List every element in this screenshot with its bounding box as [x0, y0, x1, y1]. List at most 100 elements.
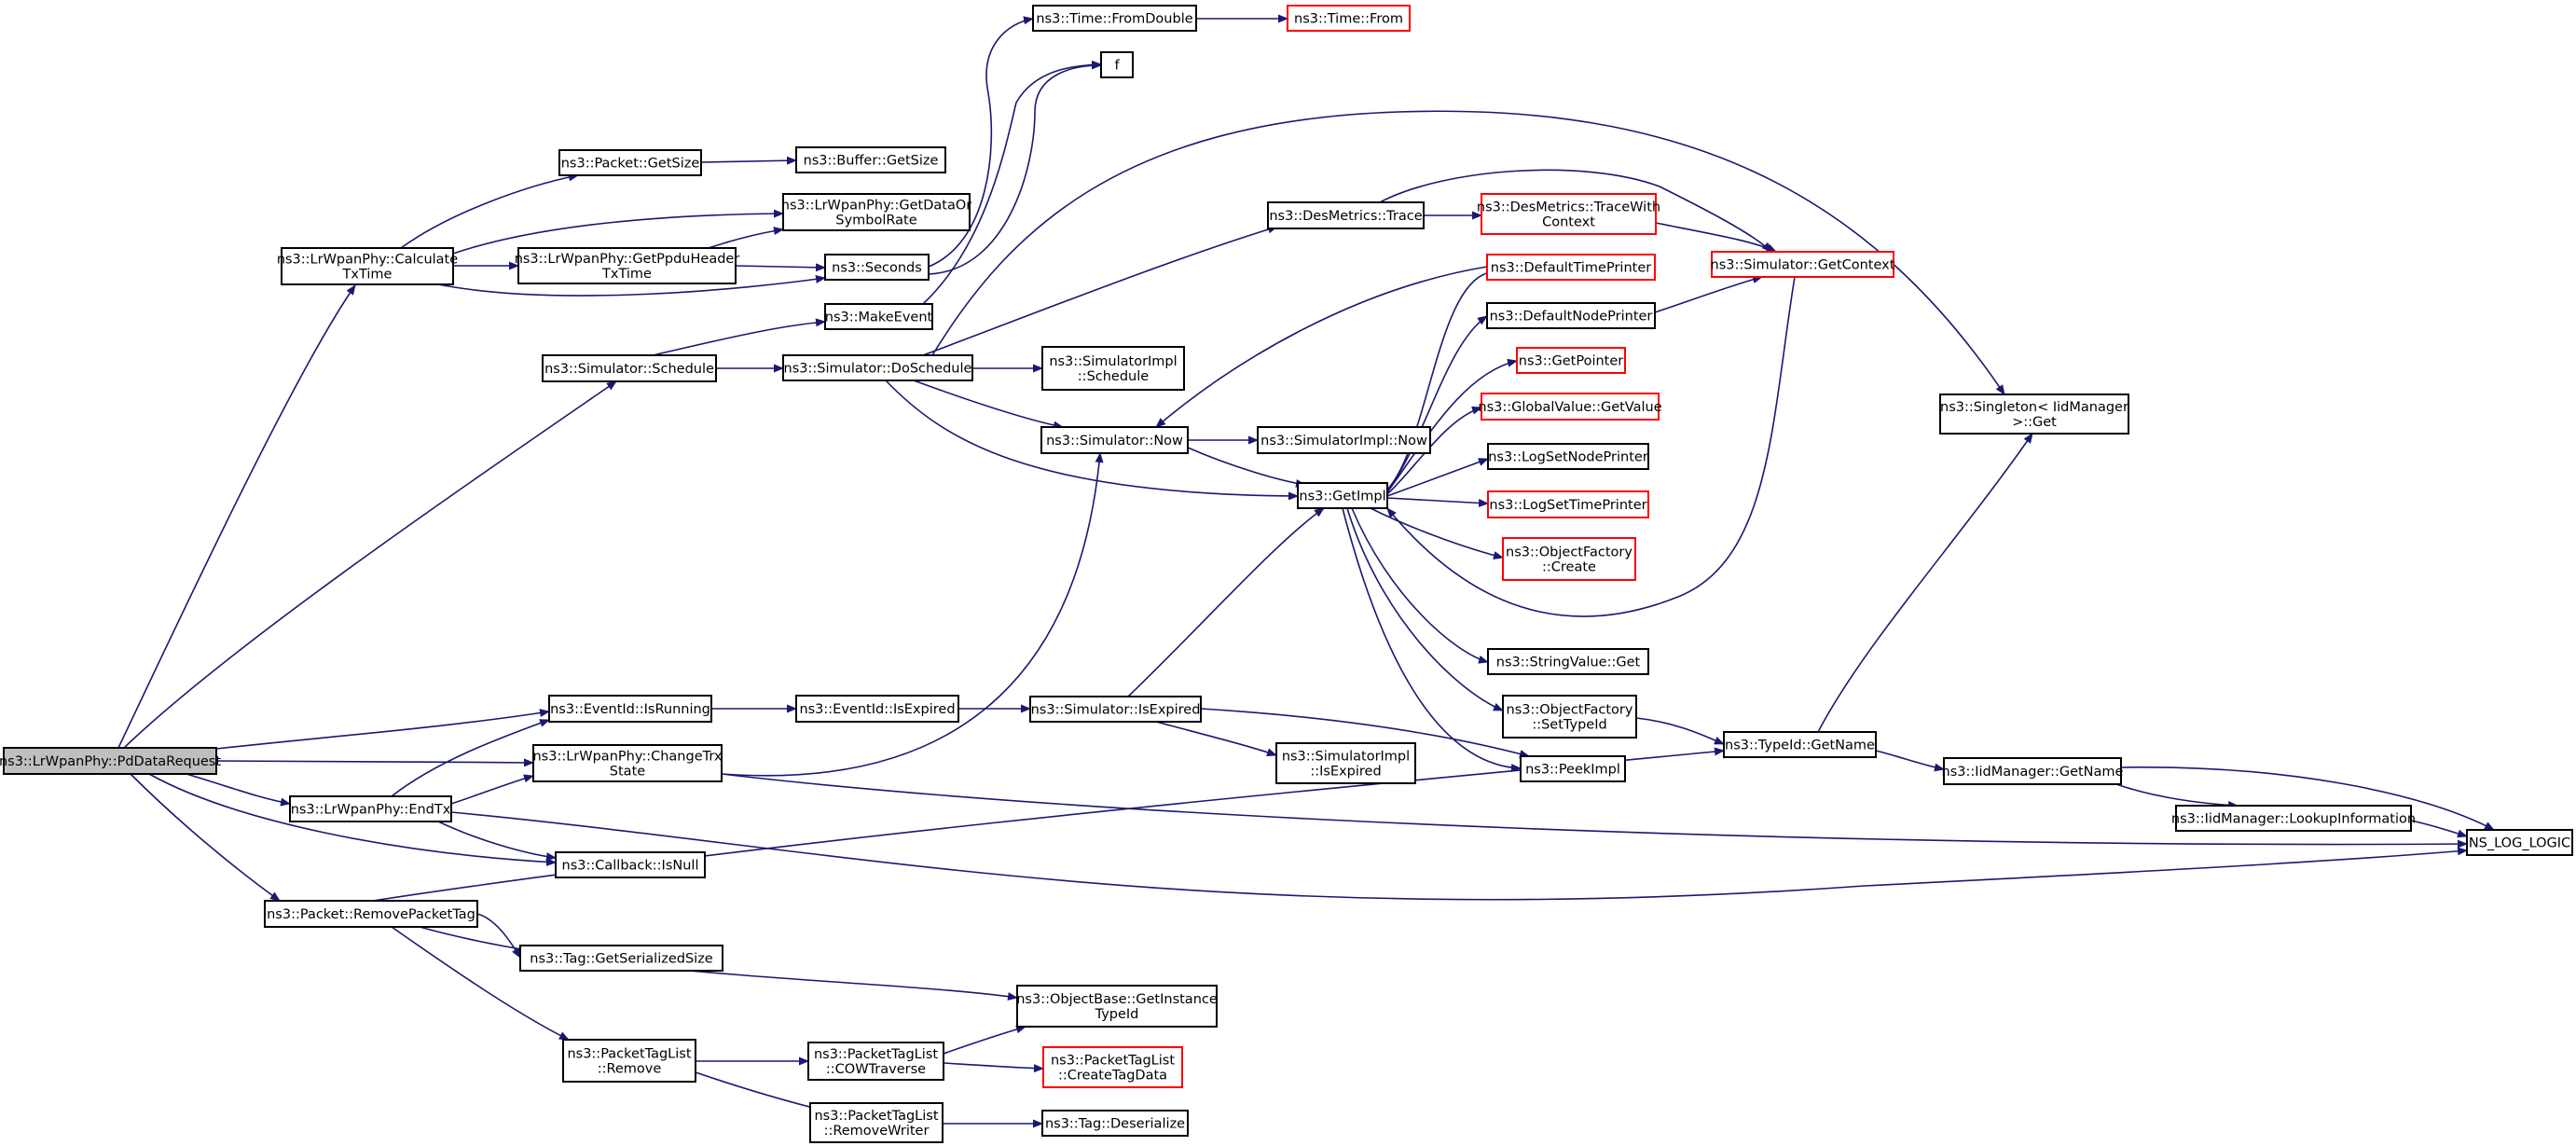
- node-schedule[interactable]: ns3::Simulator::Schedule: [542, 354, 717, 382]
- node-implsched[interactable]: ns3::SimulatorImpl::Schedule: [1041, 346, 1185, 391]
- node-bufsize[interactable]: ns3::Buffer::GetSize: [795, 146, 946, 173]
- node-isexpired[interactable]: ns3::EventId::IsExpired: [795, 695, 959, 723]
- node-objcreate[interactable]: ns3::ObjectFactory::Create: [1502, 537, 1636, 581]
- node-box-objcreate[interactable]: [1502, 537, 1636, 581]
- node-pddata[interactable]: ns3::LrWpanPhy::PdDataRequest: [0, 747, 221, 775]
- node-f[interactable]: f: [1100, 51, 1134, 78]
- node-box-implexpired[interactable]: [1275, 742, 1416, 784]
- node-logtime[interactable]: ns3::LogSetTimePrinter: [1487, 490, 1649, 518]
- node-box-removewriter[interactable]: [809, 1102, 944, 1143]
- node-box-strget[interactable]: [1487, 648, 1649, 675]
- node-box-tagdeser[interactable]: [1041, 1110, 1189, 1137]
- node-box-getcontext[interactable]: [1711, 251, 1894, 278]
- node-box-trace[interactable]: [1267, 201, 1425, 229]
- node-box-makeevent[interactable]: [824, 303, 933, 330]
- node-box-deftime[interactable]: [1486, 254, 1656, 281]
- node-isrunning[interactable]: ns3::EventId::IsRunning: [548, 695, 712, 723]
- node-box-implsched[interactable]: [1041, 346, 1185, 391]
- node-lognode[interactable]: ns3::LogSetNodePrinter: [1487, 443, 1649, 470]
- node-trace[interactable]: ns3::DesMetrics::Trace: [1267, 201, 1425, 229]
- node-isnull[interactable]: ns3::Callback::IsNull: [555, 851, 706, 878]
- node-simnow[interactable]: ns3::Simulator::Now: [1040, 426, 1189, 454]
- node-box-tracectx[interactable]: [1481, 193, 1657, 235]
- node-fromdouble[interactable]: ns3::Time::FromDouble: [1032, 5, 1197, 32]
- node-box-isnull[interactable]: [555, 851, 706, 878]
- node-box-doschedule[interactable]: [782, 354, 973, 381]
- node-simexpired[interactable]: ns3::Simulator::IsExpired: [1029, 696, 1202, 723]
- node-singleton[interactable]: ns3::Singleton< IidManager>::Get: [1939, 394, 2129, 435]
- node-box-createtag[interactable]: [1042, 1046, 1183, 1088]
- node-tagdeser[interactable]: ns3::Tag::Deserialize: [1041, 1110, 1189, 1137]
- node-box-ptlremove[interactable]: [562, 1039, 696, 1083]
- node-box-calctx[interactable]: [281, 247, 454, 285]
- node-iidgetname[interactable]: ns3::IidManager::GetName: [1942, 757, 2124, 785]
- node-box-schedule[interactable]: [542, 354, 717, 382]
- node-peekimpl[interactable]: ns3::PeekImpl: [1520, 755, 1626, 782]
- node-implexpired[interactable]: ns3::SimulatorImpl::IsExpired: [1275, 742, 1416, 784]
- node-box-endtx[interactable]: [289, 795, 452, 822]
- node-box-logtime[interactable]: [1487, 490, 1649, 518]
- node-box-defnode[interactable]: [1486, 302, 1656, 329]
- node-box-simnow[interactable]: [1040, 426, 1189, 454]
- node-box-globalval[interactable]: [1481, 393, 1660, 421]
- node-removewriter[interactable]: ns3::PacketTagList::RemoveWriter: [809, 1102, 944, 1143]
- node-box-getimpl[interactable]: [1297, 482, 1388, 509]
- node-box-pddata[interactable]: [3, 747, 217, 775]
- node-box-tagsize[interactable]: [519, 945, 723, 972]
- node-box-isexpired[interactable]: [795, 695, 959, 723]
- node-seconds[interactable]: ns3::Seconds: [824, 254, 930, 281]
- node-lookup[interactable]: ns3::IidManager::LookupInformation: [2171, 805, 2416, 832]
- node-box-iidgetname[interactable]: [1943, 757, 2122, 785]
- node-box-ppdu[interactable]: [517, 247, 737, 284]
- node-box-timefrom[interactable]: [1287, 5, 1411, 32]
- node-getpointer[interactable]: ns3::GetPointer: [1516, 347, 1626, 374]
- node-createtag[interactable]: ns3::PacketTagList::CreateTagData: [1042, 1046, 1183, 1088]
- node-doschedule[interactable]: ns3::Simulator::DoSchedule: [782, 354, 973, 381]
- node-box-lookup[interactable]: [2175, 805, 2412, 832]
- node-deftime[interactable]: ns3::DefaultTimePrinter: [1486, 254, 1656, 281]
- node-box-getname[interactable]: [1723, 731, 1877, 758]
- node-box-getpointer[interactable]: [1516, 347, 1626, 374]
- node-box-datarate[interactable]: [782, 193, 971, 231]
- node-box-lognode[interactable]: [1487, 443, 1649, 470]
- node-getcontext[interactable]: ns3::Simulator::GetContext: [1711, 251, 1895, 278]
- node-box-pktsize[interactable]: [558, 149, 702, 176]
- node-cowtraverse[interactable]: ns3::PacketTagList::COWTraverse: [807, 1042, 944, 1081]
- node-settypeid[interactable]: ns3::ObjectFactory::SetTypeId: [1502, 695, 1637, 739]
- node-box-cowtraverse[interactable]: [807, 1042, 944, 1081]
- node-removetag[interactable]: ns3::Packet::RemovePacketTag: [264, 900, 478, 928]
- node-box-changetrx[interactable]: [532, 744, 723, 782]
- node-box-objbase[interactable]: [1016, 985, 1218, 1028]
- node-box-simexpired[interactable]: [1029, 696, 1202, 723]
- node-getimpl[interactable]: ns3::GetImpl: [1297, 482, 1388, 509]
- node-tagsize[interactable]: ns3::Tag::GetSerializedSize: [519, 945, 723, 972]
- node-box-implnow[interactable]: [1257, 426, 1431, 454]
- node-strget[interactable]: ns3::StringValue::Get: [1487, 648, 1649, 675]
- node-box-removetag[interactable]: [264, 900, 478, 928]
- node-pktsize[interactable]: ns3::Packet::GetSize: [558, 149, 702, 176]
- node-box-peekimpl[interactable]: [1520, 755, 1626, 782]
- node-box-isrunning[interactable]: [548, 695, 712, 723]
- node-box-settypeid[interactable]: [1502, 695, 1637, 739]
- node-timefrom[interactable]: ns3::Time::From: [1287, 5, 1411, 32]
- node-box-seconds[interactable]: [824, 254, 930, 281]
- node-endtx[interactable]: ns3::LrWpanPhy::EndTx: [289, 795, 452, 822]
- node-box-fromdouble[interactable]: [1032, 5, 1197, 32]
- node-getname[interactable]: ns3::TypeId::GetName: [1723, 731, 1877, 758]
- node-globalval[interactable]: ns3::GlobalValue::GetValue: [1478, 393, 1662, 421]
- node-defnode[interactable]: ns3::DefaultNodePrinter: [1486, 302, 1656, 329]
- node-ptlremove[interactable]: ns3::PacketTagList::Remove: [562, 1039, 696, 1083]
- node-box-bufsize[interactable]: [795, 146, 946, 173]
- node-box-f[interactable]: [1100, 51, 1134, 78]
- node-box-nslog[interactable]: [2466, 829, 2573, 856]
- node-implnow[interactable]: ns3::SimulatorImpl::Now: [1257, 426, 1431, 454]
- node-makeevent[interactable]: ns3::MakeEvent: [824, 303, 933, 330]
- node-box-singleton[interactable]: [1939, 394, 2129, 435]
- node-nslog[interactable]: NS_LOG_LOGIC: [2466, 829, 2573, 856]
